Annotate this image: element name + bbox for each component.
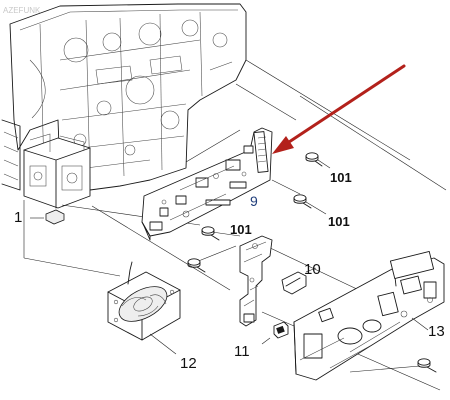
part-9-circuit-board xyxy=(141,127,273,241)
red-arrow-icon xyxy=(272,64,406,154)
label-part-12: 12 xyxy=(180,355,197,372)
drive-assembly xyxy=(23,133,91,209)
watermark-text: AZEFUNK xyxy=(3,6,41,15)
part-12-fan xyxy=(107,261,181,355)
label-screw-101-c: 101 xyxy=(230,222,252,237)
part-1-foot xyxy=(30,209,65,225)
label-screw-101-a: 101 xyxy=(330,170,352,185)
label-screw-101-b: 101 xyxy=(328,214,350,229)
label-part-13: 13 xyxy=(428,323,445,340)
part-11-connector xyxy=(261,321,289,345)
part-13-power-supply xyxy=(293,250,445,381)
label-part-9: 9 xyxy=(250,193,258,209)
screw-101-left xyxy=(201,226,220,241)
screw-101-lower xyxy=(187,258,206,273)
screw-101-top xyxy=(305,152,331,169)
screw-101-middle xyxy=(293,194,327,215)
label-part-10: 10 xyxy=(304,261,321,278)
label-part-1: 1 xyxy=(14,209,22,226)
part-10-bracket xyxy=(239,235,317,327)
label-part-11: 11 xyxy=(234,343,250,360)
